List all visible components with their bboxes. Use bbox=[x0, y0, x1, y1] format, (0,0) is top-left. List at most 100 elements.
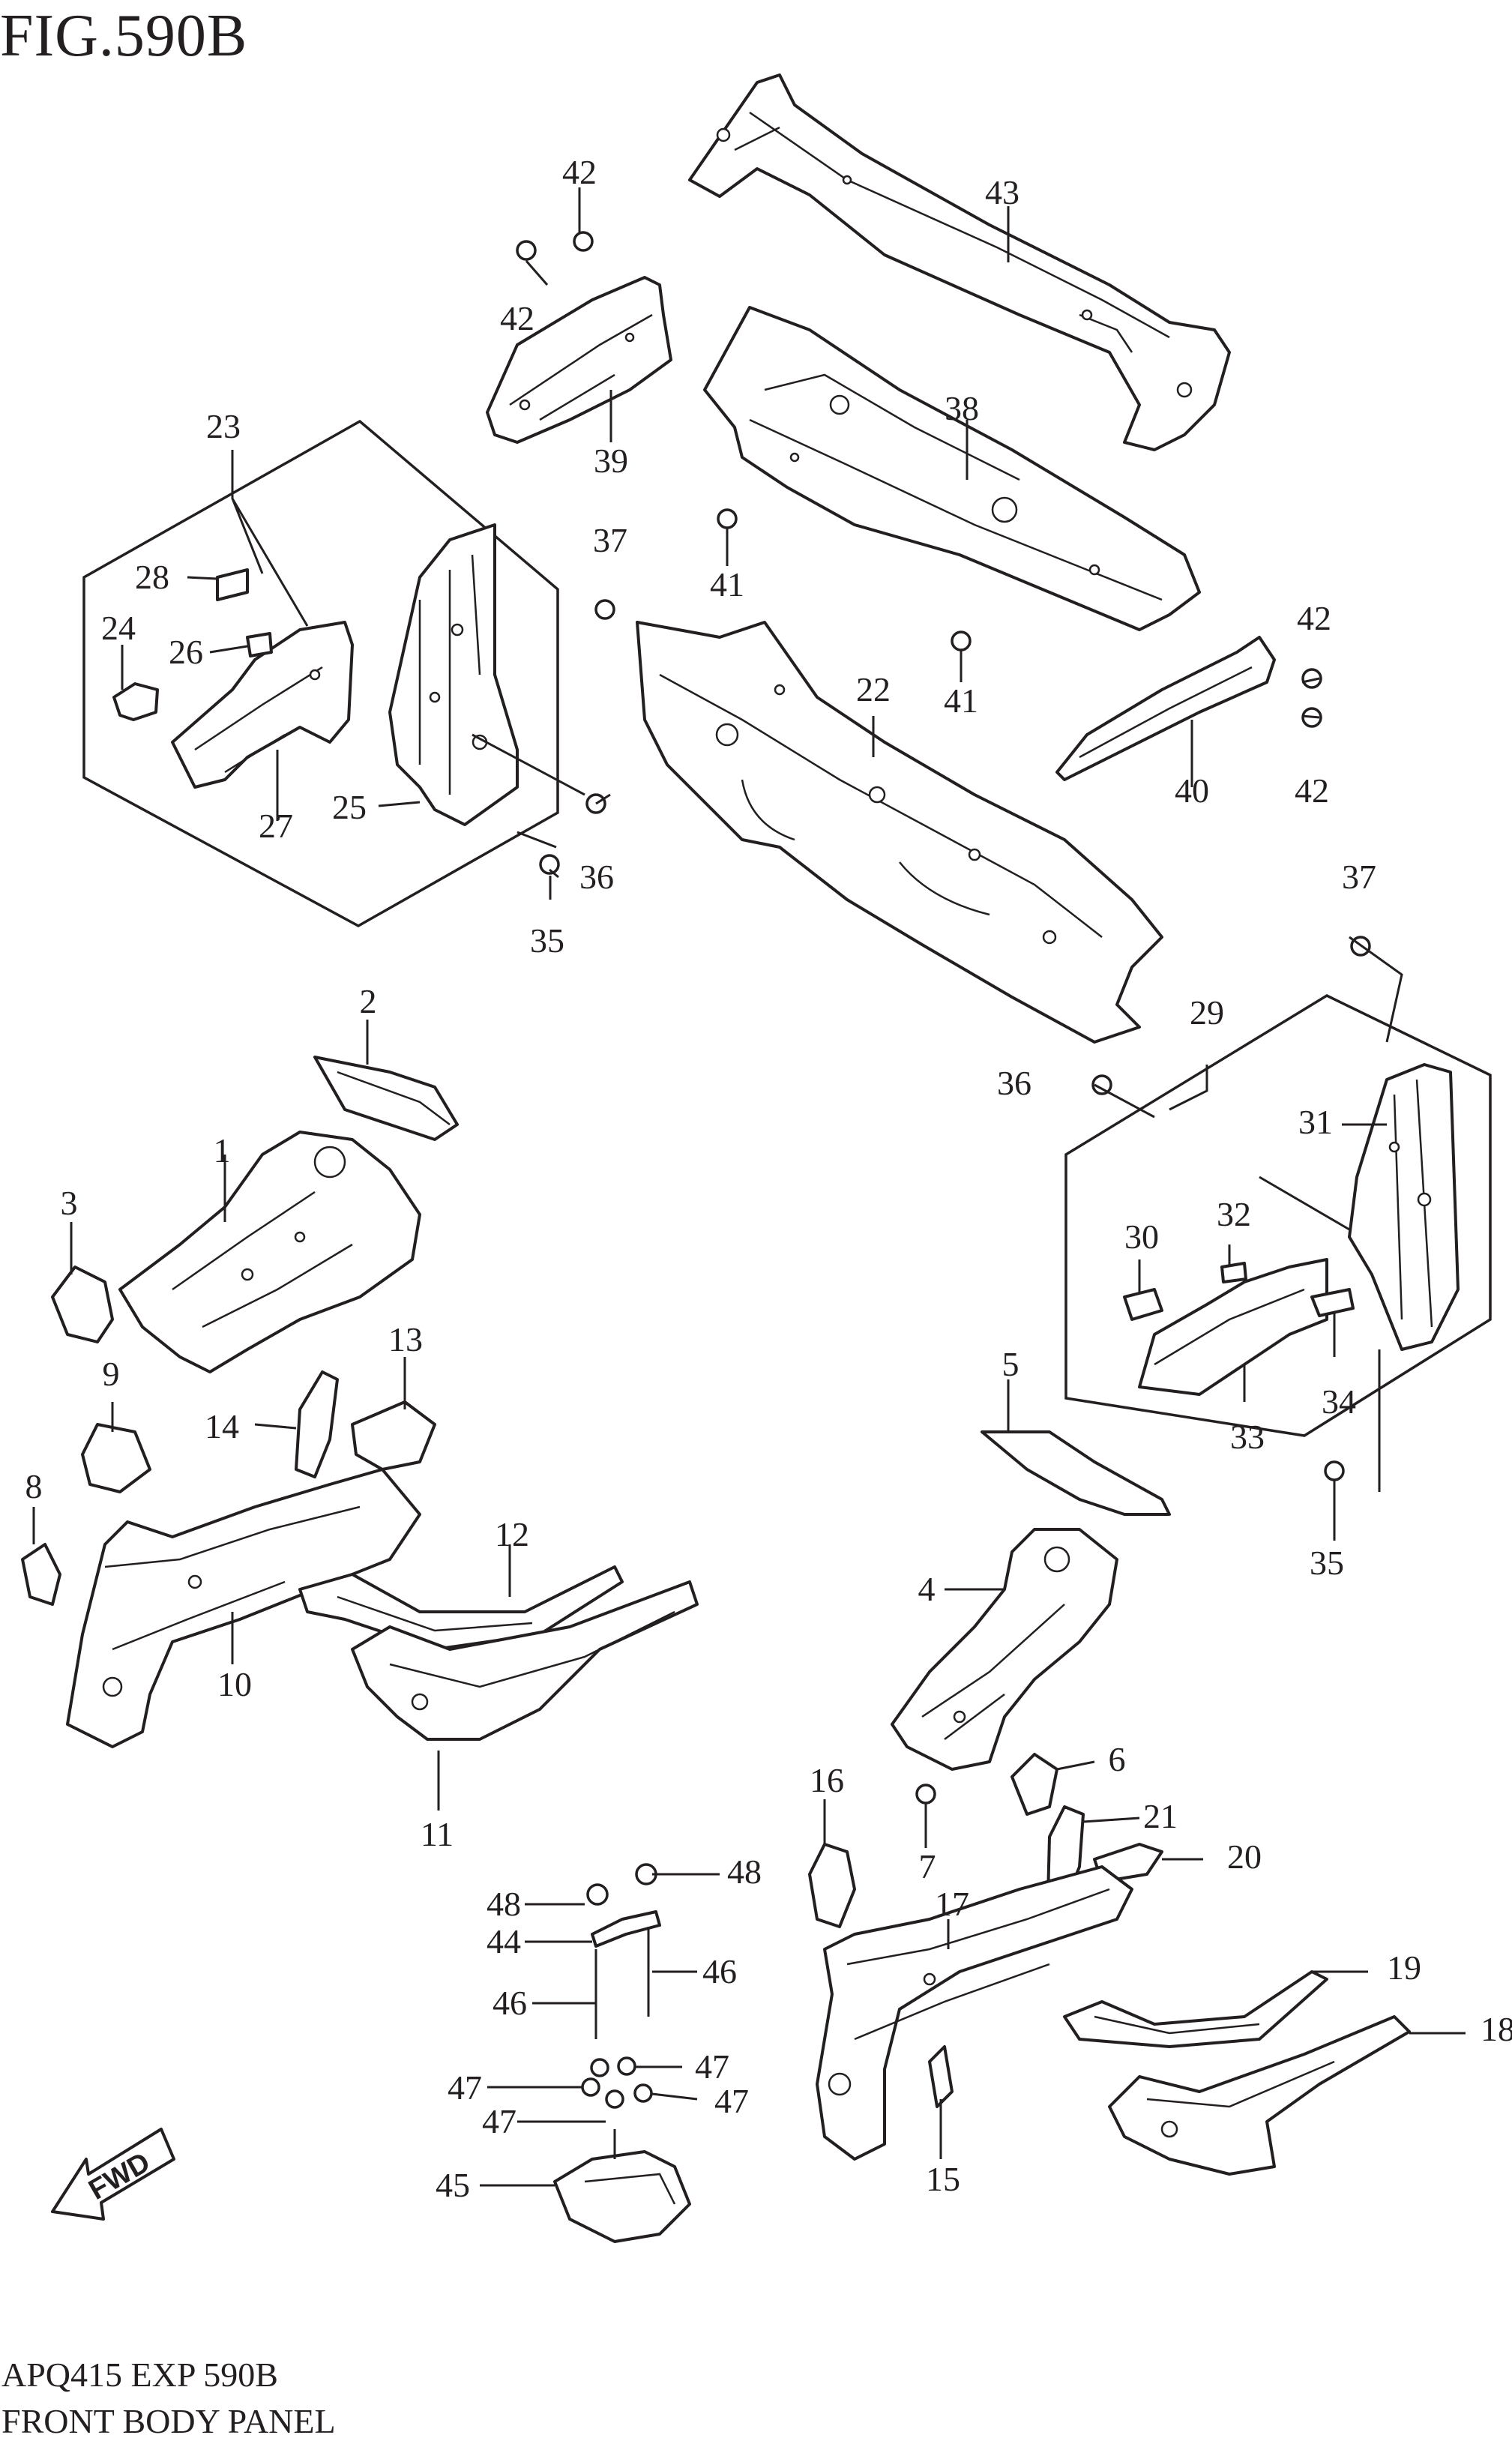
callout-13: 13 bbox=[388, 1320, 423, 1358]
part-18-lower-member-right bbox=[1108, 2015, 1411, 2176]
part-6-bracket bbox=[1010, 1753, 1058, 1816]
callout-42: 42 bbox=[1295, 771, 1329, 810]
callout-41: 41 bbox=[944, 681, 978, 720]
callout-27: 27 bbox=[259, 807, 293, 845]
fasteners bbox=[516, 231, 1371, 2109]
part-10-side-member-left bbox=[66, 1468, 421, 1748]
callout-30: 30 bbox=[1124, 1218, 1159, 1256]
assembly-frame-23 bbox=[82, 419, 559, 928]
callout-32: 32 bbox=[1217, 1195, 1251, 1233]
part-1-wheel-housing-left bbox=[118, 1131, 421, 1373]
callout-15: 15 bbox=[926, 2160, 960, 2198]
callout-37: 37 bbox=[593, 521, 627, 559]
callout-42: 42 bbox=[1297, 599, 1331, 637]
callout-37: 37 bbox=[1342, 858, 1376, 896]
part-33-apron-reinforcement bbox=[1138, 1258, 1328, 1396]
callout-19: 19 bbox=[1387, 1948, 1421, 1987]
figure-name: FRONT BODY PANEL bbox=[1, 2402, 336, 2440]
callout-23: 23 bbox=[206, 407, 241, 445]
part-12-inner-member-left bbox=[298, 1565, 624, 1651]
callout-14: 14 bbox=[205, 1407, 239, 1445]
part-39-cowl-side-bracket-left bbox=[486, 276, 672, 444]
part-30-bracket bbox=[1123, 1288, 1163, 1321]
callout-38: 38 bbox=[945, 389, 979, 427]
callout-17: 17 bbox=[935, 1885, 969, 1923]
callout-26: 26 bbox=[169, 633, 203, 671]
callout-46: 46 bbox=[702, 1952, 737, 1990]
part-11-lower-member-left bbox=[351, 1580, 699, 1741]
callout-5: 5 bbox=[1002, 1345, 1019, 1383]
fwd-arrow-icon: FWD bbox=[51, 2128, 175, 2221]
callout-47: 47 bbox=[695, 2047, 729, 2086]
part-31-side-panel bbox=[1348, 1063, 1460, 1351]
part-15-bracket bbox=[928, 2045, 954, 2108]
callout-47: 47 bbox=[482, 2102, 516, 2140]
callout-6: 6 bbox=[1109, 1740, 1126, 1778]
part-32-bracket bbox=[1220, 1262, 1247, 1283]
callout-42: 42 bbox=[562, 153, 597, 191]
part-24-bracket bbox=[112, 682, 159, 721]
part-3-bracket bbox=[51, 1265, 114, 1343]
callout-22: 22 bbox=[856, 670, 891, 708]
part-44-bracket bbox=[591, 1910, 661, 1948]
callout-31: 31 bbox=[1298, 1103, 1333, 1141]
part-13-bracket bbox=[351, 1400, 436, 1471]
part-16-bracket bbox=[808, 1843, 856, 1928]
part-14-reinforcement bbox=[295, 1370, 339, 1478]
callout-28: 28 bbox=[135, 558, 169, 596]
callout-41: 41 bbox=[710, 565, 744, 604]
part-45-tray bbox=[553, 2150, 691, 2243]
callout-33: 33 bbox=[1230, 1418, 1265, 1456]
figure-title: FIG.590B bbox=[0, 3, 248, 69]
part-27-apron-reinforcement bbox=[171, 621, 354, 789]
callout-3: 3 bbox=[61, 1184, 78, 1222]
callout-11: 11 bbox=[421, 1815, 454, 1853]
callout-1: 1 bbox=[214, 1131, 231, 1170]
callout-40: 40 bbox=[1175, 771, 1209, 810]
callout-labels: 42 42 43 39 38 23 28 24 26 27 25 37 41 4… bbox=[25, 153, 1512, 2204]
callout-18: 18 bbox=[1481, 2010, 1512, 2048]
callout-46: 46 bbox=[493, 1984, 527, 2022]
part-34-bracket bbox=[1310, 1288, 1355, 1317]
part-19-inner-member-right bbox=[1063, 1970, 1328, 2048]
callout-21: 21 bbox=[1143, 1797, 1178, 1835]
part-28-bracket bbox=[216, 568, 249, 601]
part-26-bracket bbox=[246, 632, 273, 657]
callout-7: 7 bbox=[919, 1847, 936, 1885]
callout-36: 36 bbox=[997, 1064, 1031, 1102]
part-46-rods bbox=[594, 1927, 650, 2039]
callout-8: 8 bbox=[25, 1467, 43, 1505]
callout-25: 25 bbox=[332, 788, 367, 826]
callout-43: 43 bbox=[985, 173, 1019, 211]
callout-48: 48 bbox=[727, 1852, 762, 1891]
part-22-dash-panel bbox=[636, 621, 1163, 1044]
callout-9: 9 bbox=[103, 1355, 120, 1393]
part-2-bracket bbox=[313, 1056, 459, 1141]
part-40-cowl-side-bracket-right bbox=[1055, 636, 1276, 781]
part-8-bracket bbox=[21, 1543, 61, 1606]
callout-12: 12 bbox=[495, 1515, 529, 1553]
figure-code: APQ415 EXP 590B bbox=[1, 2356, 278, 2394]
part-5-bracket bbox=[981, 1430, 1171, 1516]
part-43-cowl-upper-member bbox=[688, 73, 1231, 451]
callout-47: 47 bbox=[448, 2068, 482, 2107]
part-17-side-member-right bbox=[816, 1865, 1133, 2161]
callout-44: 44 bbox=[487, 1922, 521, 1960]
callout-10: 10 bbox=[217, 1665, 252, 1703]
leader-lines bbox=[32, 187, 1466, 2187]
part-25-side-panel bbox=[388, 523, 519, 826]
callout-2: 2 bbox=[360, 982, 377, 1020]
callout-20: 20 bbox=[1227, 1838, 1262, 1876]
callout-24: 24 bbox=[101, 609, 136, 647]
callout-48: 48 bbox=[487, 1885, 521, 1923]
callout-45: 45 bbox=[436, 2166, 470, 2204]
callout-35: 35 bbox=[530, 921, 564, 960]
callout-42: 42 bbox=[500, 299, 534, 337]
callout-29: 29 bbox=[1190, 993, 1224, 1032]
callout-39: 39 bbox=[594, 442, 628, 480]
callout-36: 36 bbox=[579, 858, 614, 896]
part-9-bracket bbox=[81, 1423, 151, 1493]
part-4-wheel-housing-right bbox=[891, 1528, 1118, 1771]
callout-35: 35 bbox=[1310, 1544, 1344, 1582]
